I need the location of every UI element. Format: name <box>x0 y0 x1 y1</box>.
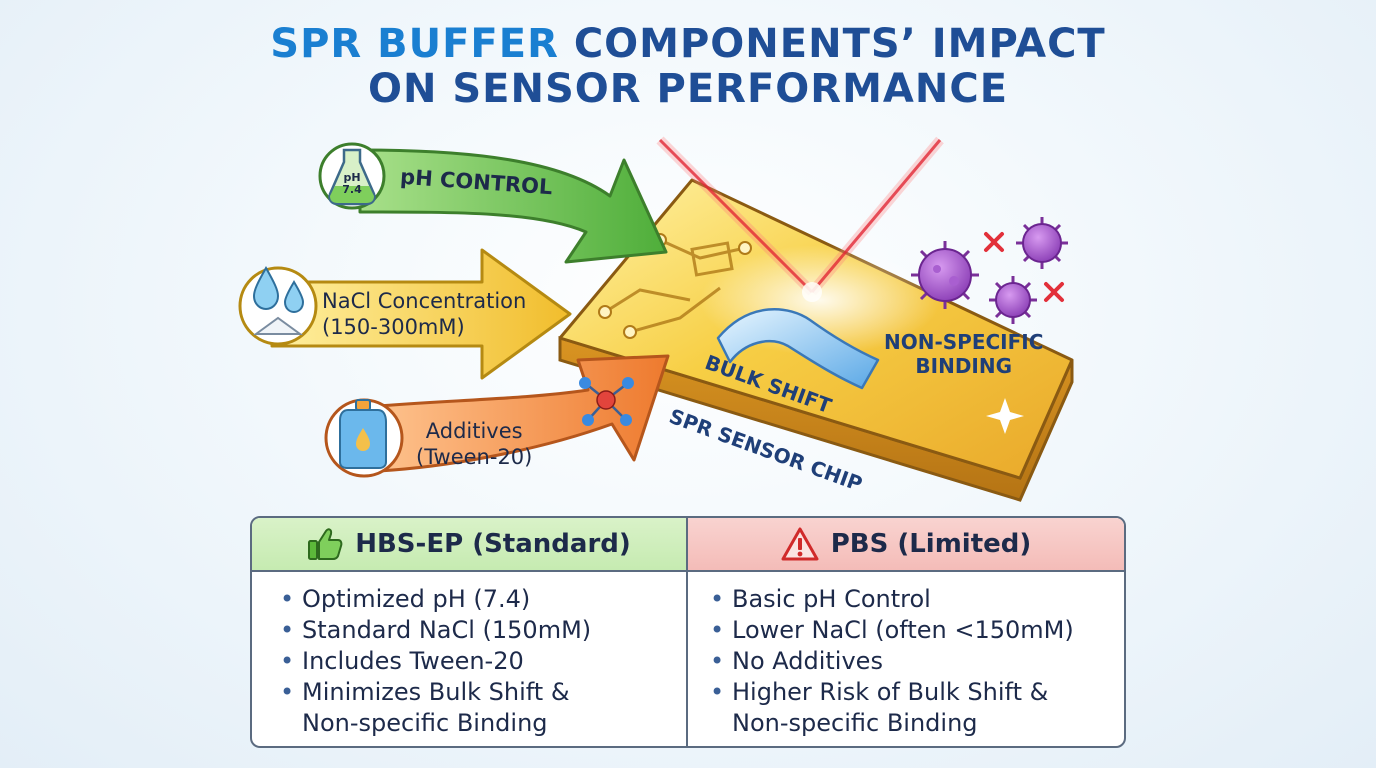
additives-label: Additives (Tween-20) <box>416 418 532 470</box>
pbs-heading: PBS (Limited) <box>688 518 1124 572</box>
page-title: SPR BUFFER COMPONENTS’ IMPACT ON SENSOR … <box>0 22 1376 112</box>
thumbs-up-icon <box>307 527 343 561</box>
nacl-label-line-2: (150-300mM) <box>322 315 465 339</box>
pbs-column: PBS (Limited) Basic pH Control Lower NaC… <box>688 518 1124 746</box>
list-item: Minimizes Bulk Shift & <box>280 677 686 708</box>
list-item-continuation: Non-specific Binding <box>732 709 978 737</box>
nacl-label-line-1: NaCl Concentration <box>322 289 527 313</box>
pbs-list: Basic pH Control Lower NaCl (often <150m… <box>688 572 1124 739</box>
list-item: Includes Tween-20 <box>280 646 686 677</box>
list-item: Lower NaCl (often <150mM) <box>710 615 1124 646</box>
nacl-label: NaCl Concentration (150-300mM) <box>322 288 526 340</box>
nsb-label: NON-SPECIFIC BINDING <box>884 330 1043 378</box>
list-item-continuation: Non-specific Binding <box>302 709 548 737</box>
detergent-bottle-icon <box>339 399 387 469</box>
pbs-heading-text: PBS (Limited) <box>830 529 1032 559</box>
list-item: Standard NaCl (150mM) <box>280 615 686 646</box>
water-drops-salt-icon <box>252 265 305 335</box>
hbs-ep-heading-text: HBS-EP (Standard) <box>355 529 631 559</box>
hbs-ep-heading: HBS-EP (Standard) <box>252 518 686 572</box>
title-accent: SPR BUFFER <box>270 21 559 67</box>
flask-icon <box>328 148 376 206</box>
hbs-ep-column: HBS-EP (Standard) Optimized pH (7.4) Sta… <box>252 518 688 746</box>
nsb-label-line-1: NON-SPECIFIC <box>884 330 1044 354</box>
ph-icon-text-line-1: pH <box>343 171 361 184</box>
additives-label-line-2: (Tween-20) <box>416 445 533 469</box>
warning-icon <box>781 527 819 561</box>
title-line-2: ON SENSOR PERFORMANCE <box>367 65 1009 112</box>
list-item: Optimized pH (7.4) <box>280 584 686 615</box>
ph-icon-text-line-2: 7.4 <box>342 183 362 196</box>
title-rest: COMPONENTS’ IMPACT <box>573 21 1106 67</box>
laser-beams <box>656 136 944 302</box>
list-item: Basic pH Control <box>710 584 1124 615</box>
list-item: No Additives <box>710 646 1124 677</box>
list-item: Higher Risk of Bulk Shift & <box>710 677 1124 708</box>
bulk-shift-wave <box>716 307 880 390</box>
title-line-1: SPR BUFFER COMPONENTS’ IMPACT <box>0 22 1376 67</box>
nsb-label-line-2: BINDING <box>915 354 1013 378</box>
hbs-ep-list: Optimized pH (7.4) Standard NaCl (150mM)… <box>252 572 686 739</box>
molecule-icon <box>579 377 634 426</box>
nonspecific-binders <box>911 217 1068 324</box>
ph-icon-text: pH 7.4 <box>336 172 368 196</box>
additives-label-line-1: Additives <box>425 419 523 443</box>
comparison-table: HBS-EP (Standard) Optimized pH (7.4) Sta… <box>250 516 1126 748</box>
